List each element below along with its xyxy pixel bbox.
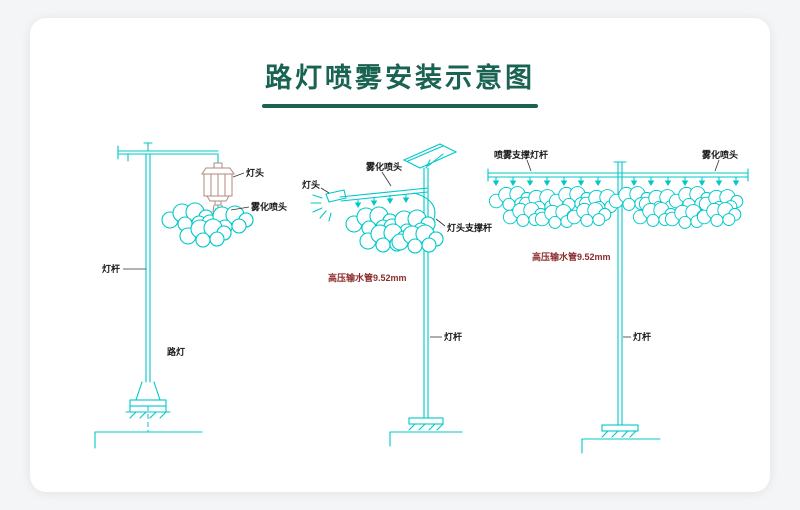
diagram-middle-solar-lamp: 灯头 雾化喷头 灯头支撑杆 高压输水管9.52mm 灯杆 xyxy=(302,143,492,447)
nozzle-icon xyxy=(355,198,361,208)
street-lamp-head-icon xyxy=(325,189,347,203)
label-street-lamp: 路灯 xyxy=(167,346,185,357)
label-lamp-pole: 灯杆 xyxy=(102,263,120,274)
middle-pole-base xyxy=(389,417,463,447)
label-lamp-head: 灯头 xyxy=(302,179,320,190)
label-spray-support-pole: 喷雾支撑灯杆 xyxy=(494,149,548,160)
content-card: 路灯喷雾安装示意图 xyxy=(30,18,770,492)
lantern-lamp-head xyxy=(201,162,235,213)
installation-diagram: 灯头 雾化喷头 灯杆 路灯 xyxy=(94,142,749,454)
label-water-pipe: 高压输水管9.52mm xyxy=(532,251,611,262)
nozzle-icon xyxy=(403,193,409,203)
label-atomizing-nozzle: 雾化喷头 xyxy=(365,161,402,172)
mist-cloud-left xyxy=(161,202,254,248)
label-lamp-pole: 灯杆 xyxy=(633,331,651,342)
mist-cloud-right xyxy=(488,186,744,229)
solar-panel-icon xyxy=(402,143,458,169)
page-title: 路灯喷雾安装示意图 xyxy=(265,63,535,93)
label-lamp-head: 灯头 xyxy=(246,167,264,178)
right-nozzle-row xyxy=(493,176,739,186)
right-pole-base xyxy=(581,424,661,454)
title-block: 路灯喷雾安装示意图 xyxy=(30,56,770,108)
diagram-right-spray-pole: 喷雾支撑灯杆 雾化喷头 高压输水管9.52mm 灯杆 xyxy=(487,149,749,454)
label-water-pipe: 高压输水管9.52mm xyxy=(328,272,407,283)
middle-leader-lines xyxy=(320,171,446,338)
label-atomizing-nozzle: 雾化喷头 xyxy=(701,149,738,160)
title-underline xyxy=(262,104,538,108)
right-leader-lines xyxy=(526,159,720,338)
label-lamp-pole: 灯杆 xyxy=(444,331,462,342)
label-support-rod: 灯头支撑杆 xyxy=(447,222,492,233)
left-pole-structure xyxy=(117,142,219,383)
label-atomizing-nozzle: 雾化喷头 xyxy=(250,201,287,212)
left-leader-lines xyxy=(123,172,250,270)
diagram-left-street-lamp: 灯头 雾化喷头 灯杆 路灯 xyxy=(94,142,287,449)
